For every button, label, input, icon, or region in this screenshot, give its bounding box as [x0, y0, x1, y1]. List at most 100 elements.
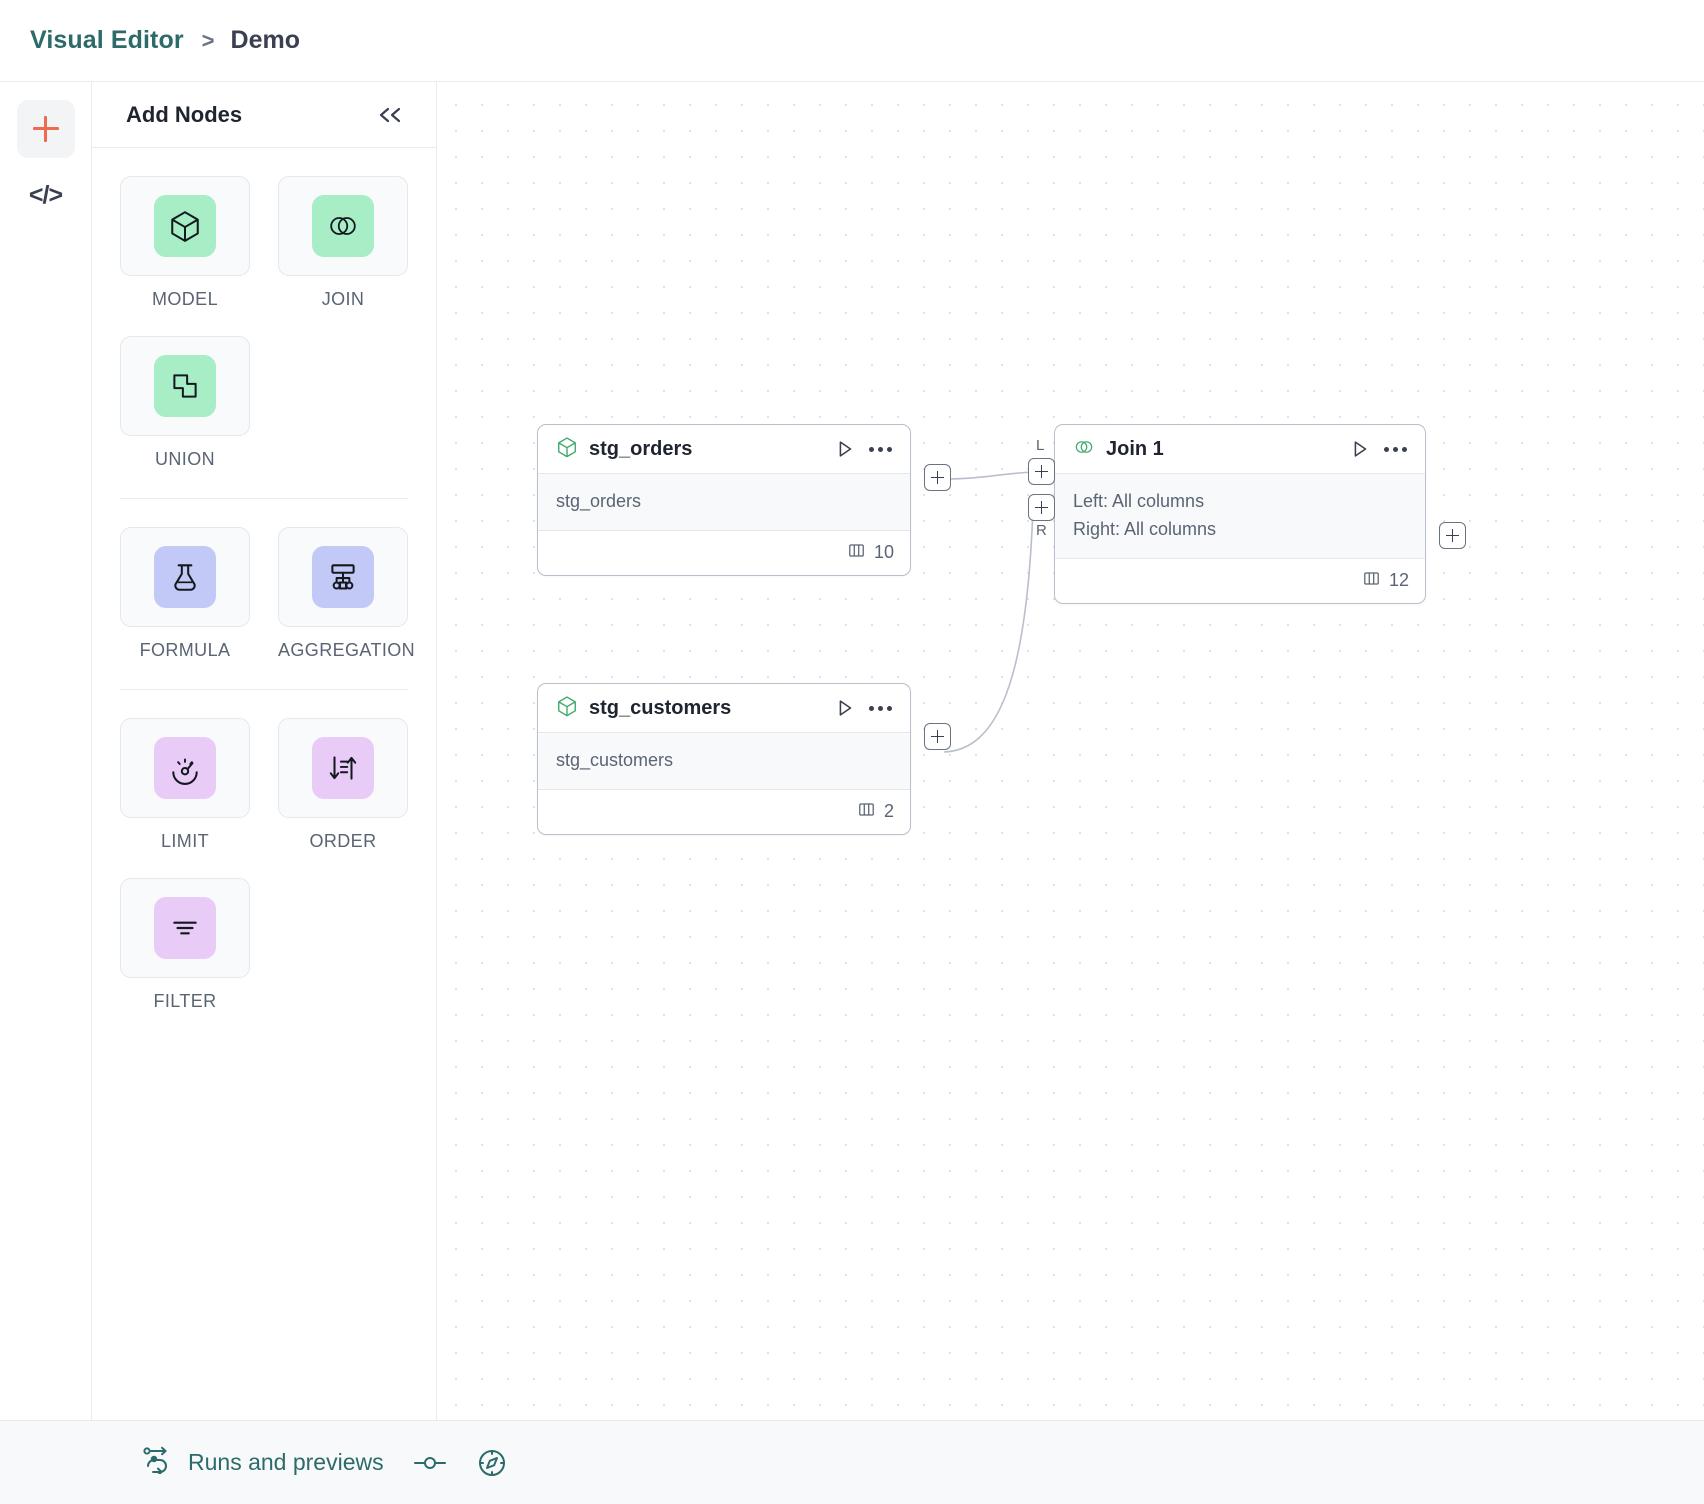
slider-toggle-icon[interactable]	[412, 1453, 448, 1473]
node-palette-label: UNION	[155, 449, 215, 469]
panel-title: Add Nodes	[126, 101, 243, 127]
node-palette-item-union[interactable]: UNION	[120, 336, 250, 470]
breadcrumb-separator: >	[201, 27, 215, 53]
runs-flow-icon	[140, 1446, 172, 1479]
add-node-rail-button[interactable]	[16, 100, 75, 158]
formula-tile[interactable]	[120, 527, 250, 627]
node-palette-item-order[interactable]: ORDER	[278, 718, 408, 852]
node-palette-label: ORDER	[309, 831, 377, 851]
canvas-area: stg_orders stg_orders	[437, 82, 1704, 1420]
play-icon[interactable]	[1349, 438, 1371, 460]
add-nodes-list: MODEL JOIN	[92, 148, 436, 1420]
flow-canvas[interactable]: stg_orders stg_orders	[437, 82, 1704, 1420]
node-title: stg_customers	[589, 696, 732, 719]
node-palette-item-limit[interactable]: LIMIT	[120, 718, 250, 852]
more-horizontal-icon[interactable]	[867, 441, 894, 458]
app-header: Visual Editor > Demo	[0, 0, 1704, 82]
cube-icon	[556, 436, 578, 463]
breadcrumb-root[interactable]: Visual Editor	[30, 26, 184, 54]
bottom-toolbar: Runs and previews	[0, 1420, 1704, 1504]
node-palette-label: JOIN	[321, 289, 365, 309]
flow-node-stg-orders[interactable]: stg_orders stg_orders	[537, 424, 911, 576]
node-body-line: stg_orders	[556, 491, 642, 511]
app-body: </> Add Nodes	[0, 82, 1704, 1420]
join-tile[interactable]	[278, 176, 408, 276]
more-horizontal-icon[interactable]	[867, 700, 894, 717]
node-palette-label: FORMULA	[139, 640, 231, 660]
node-group-sources: MODEL JOIN	[120, 176, 408, 496]
add-nodes-panel: Add Nodes	[92, 82, 437, 1420]
filter-lines-icon	[154, 897, 216, 959]
breadcrumb-current: Demo	[230, 26, 300, 54]
cube-icon	[154, 195, 216, 257]
node-header: Join 1	[1055, 425, 1425, 473]
runs-and-previews-button[interactable]: Runs and previews	[140, 1446, 384, 1479]
node-body: stg_customers	[538, 732, 910, 790]
columns-icon	[847, 541, 866, 565]
panel-divider	[120, 498, 408, 499]
play-icon[interactable]	[834, 697, 856, 719]
union-shapes-icon	[154, 355, 216, 417]
aggregation-tile[interactable]	[278, 527, 408, 627]
compass-icon[interactable]	[476, 1447, 508, 1479]
node-footer: 12	[1055, 559, 1425, 603]
node-palette-item-aggregation[interactable]: AGGREGATION	[278, 527, 416, 661]
node-title: stg_orders	[589, 437, 693, 460]
edge-orders-to-join-left	[943, 471, 1034, 480]
node-body-line-left: Left: All columns	[1073, 491, 1205, 511]
filter-tile[interactable]	[120, 878, 250, 978]
node-body-line-right: Right: All columns	[1073, 518, 1217, 539]
panel-divider	[120, 689, 408, 690]
node-header: stg_orders	[538, 425, 910, 473]
output-port-stg-customers[interactable]	[924, 723, 951, 750]
output-port-join-1[interactable]	[1439, 522, 1466, 549]
node-palette-item-model[interactable]: MODEL	[120, 176, 250, 310]
venn-icon	[312, 195, 374, 257]
node-header: stg_customers	[538, 684, 910, 732]
node-body: stg_orders	[538, 473, 910, 531]
input-port-join-left[interactable]	[1028, 458, 1055, 485]
node-palette-label: LIMIT	[160, 831, 209, 851]
aggregation-tree-icon	[312, 546, 374, 608]
plus-icon	[32, 116, 59, 142]
node-column-count: 12	[1388, 570, 1409, 591]
node-column-count: 10	[873, 542, 894, 563]
columns-icon	[857, 800, 876, 824]
flow-node-join-1[interactable]: Join 1 Left: All columns Right: All colu…	[1054, 424, 1426, 604]
node-group-refine: LIMIT	[120, 718, 408, 1038]
gauge-icon	[154, 737, 216, 799]
node-palette-item-formula[interactable]: FORMULA	[120, 527, 250, 661]
node-footer: 10	[538, 531, 910, 575]
left-icon-rail: </>	[0, 82, 92, 1420]
node-group-transforms: FORMULA	[120, 527, 416, 687]
flask-icon	[154, 546, 216, 608]
limit-tile[interactable]	[120, 718, 250, 818]
code-view-rail-button[interactable]: </>	[17, 166, 75, 224]
flow-node-stg-customers[interactable]: stg_customers stg_customers	[537, 683, 911, 835]
runs-and-previews-label: Runs and previews	[188, 1449, 384, 1475]
node-palette-label: FILTER	[153, 991, 217, 1011]
chevron-double-left-icon[interactable]	[376, 106, 406, 124]
edge-customers-to-join-right	[943, 506, 1034, 753]
input-port-label-left: L	[1036, 437, 1045, 454]
union-tile[interactable]	[120, 336, 250, 436]
columns-icon	[1362, 569, 1381, 593]
order-tile[interactable]	[278, 718, 408, 818]
node-palette-item-filter[interactable]: FILTER	[120, 878, 250, 1012]
play-icon[interactable]	[834, 438, 856, 460]
node-palette-item-join[interactable]: JOIN	[278, 176, 408, 310]
more-horizontal-icon[interactable]	[1382, 441, 1409, 458]
input-port-join-right[interactable]	[1028, 494, 1055, 521]
node-palette-label: AGGREGATION	[278, 640, 416, 660]
model-tile[interactable]	[120, 176, 250, 276]
output-port-stg-orders[interactable]	[924, 464, 951, 491]
cube-icon	[556, 695, 578, 722]
node-body-line: stg_customers	[556, 750, 674, 770]
node-title: Join 1	[1106, 437, 1164, 460]
node-column-count: 2	[883, 801, 894, 822]
node-body: Left: All columns Right: All columns	[1055, 473, 1425, 559]
venn-icon	[1073, 436, 1095, 463]
code-icon: </>	[28, 180, 63, 209]
input-port-label-right: R	[1036, 522, 1047, 539]
